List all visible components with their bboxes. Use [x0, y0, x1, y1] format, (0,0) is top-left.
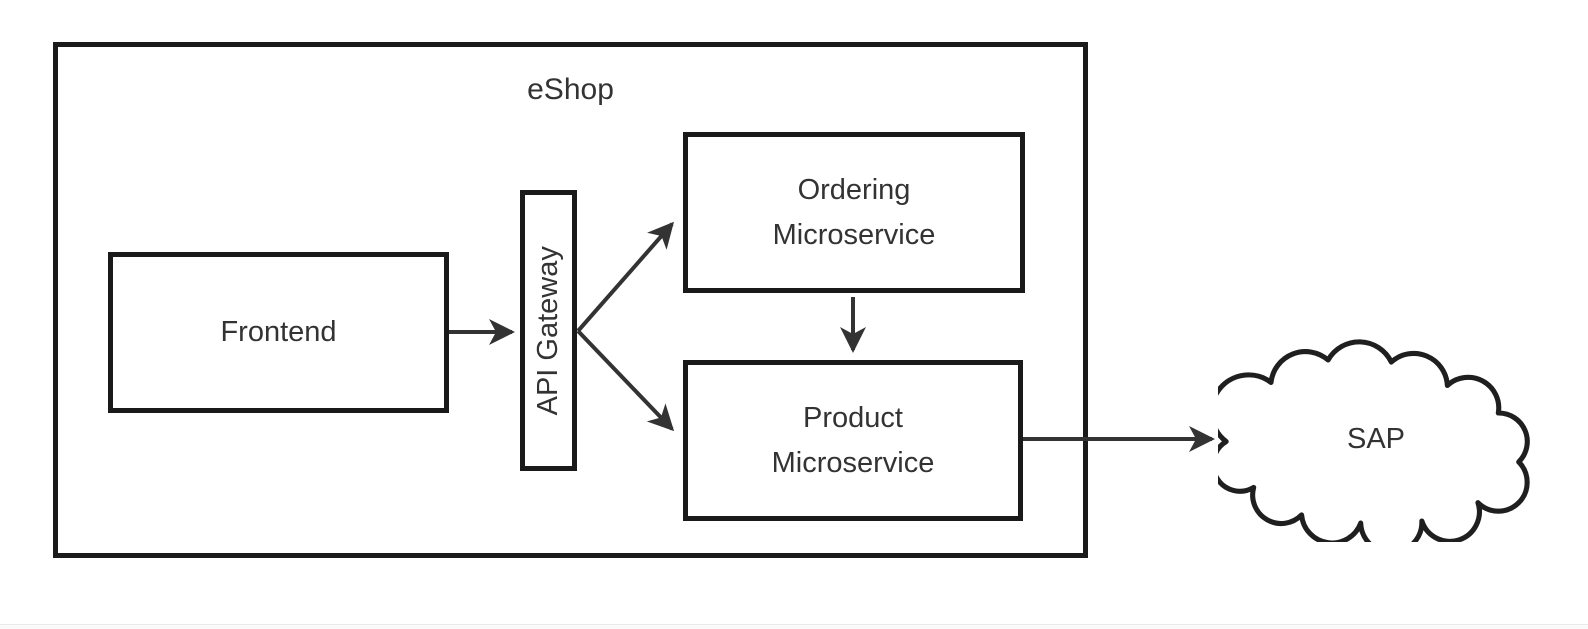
api-gateway-node-label: API Gateway [531, 245, 564, 416]
bottom-divider [0, 624, 1588, 629]
api-gateway-node: API Gateway [520, 190, 577, 471]
product-microservice-node: Product Microservice [683, 360, 1023, 521]
product-microservice-node-label: Product Microservice [771, 401, 935, 479]
sap-cloud-shape [1218, 339, 1530, 542]
frontend-node: Frontend [108, 252, 449, 413]
ordering-microservice-node-label: Ordering Microservice [772, 173, 936, 251]
ordering-microservice-node: Ordering Microservice [683, 132, 1025, 293]
frontend-node-label: Frontend [220, 315, 337, 348]
eshop-container-label: eShop [527, 73, 614, 106]
cloud-icon [1218, 339, 1530, 542]
sap-node-label: SAP [1346, 422, 1406, 455]
